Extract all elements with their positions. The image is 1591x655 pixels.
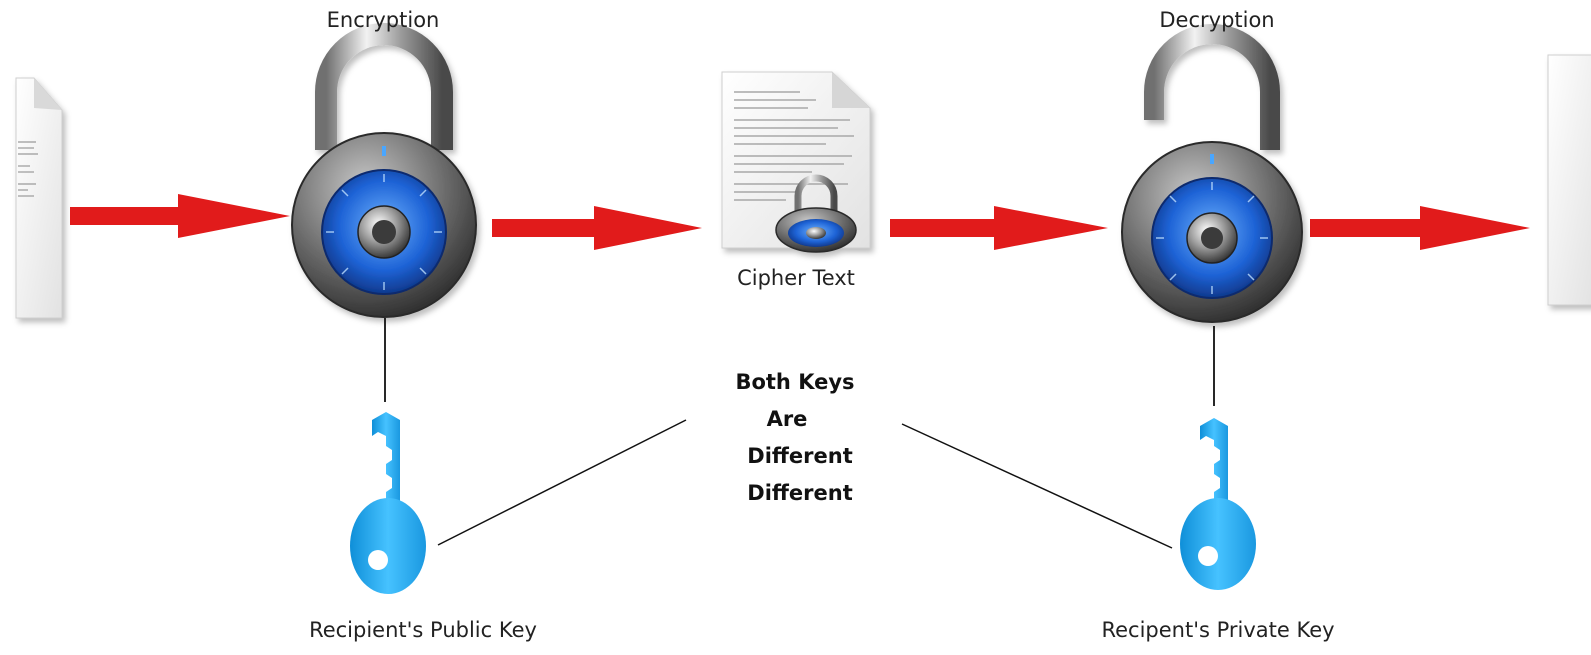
open-padlock-icon [1121,24,1303,323]
public-key-icon [350,412,426,594]
decrypted-document-icon [1547,54,1591,306]
cipher-text-label: Cipher Text [737,266,855,290]
note-line-3: Different [747,444,853,468]
note-to-private-key-line [901,423,1173,549]
note-line-4: Different [747,481,853,505]
private-key-icon [1180,418,1256,590]
note-line-2: Are [766,407,808,431]
public-key-to-note-line [437,419,687,546]
decryption-label: Decryption [1159,8,1275,32]
private-key-label: Recipent's Private Key [1101,618,1335,642]
arrow-plaintext-to-encryption [70,194,290,238]
note-line-1: Both Keys [735,370,855,394]
arrow-decryption-to-plaintext [1310,206,1530,250]
closed-padlock-icon [291,23,477,318]
arrow-encryption-to-ciphertext [492,206,702,250]
public-key-label: Recipient's Public Key [309,618,537,642]
arrow-ciphertext-to-decryption [890,206,1108,250]
encryption-label: Encryption [326,8,440,32]
plaintext-document-icon [15,77,63,319]
cipher-text-document-icon [721,71,871,253]
